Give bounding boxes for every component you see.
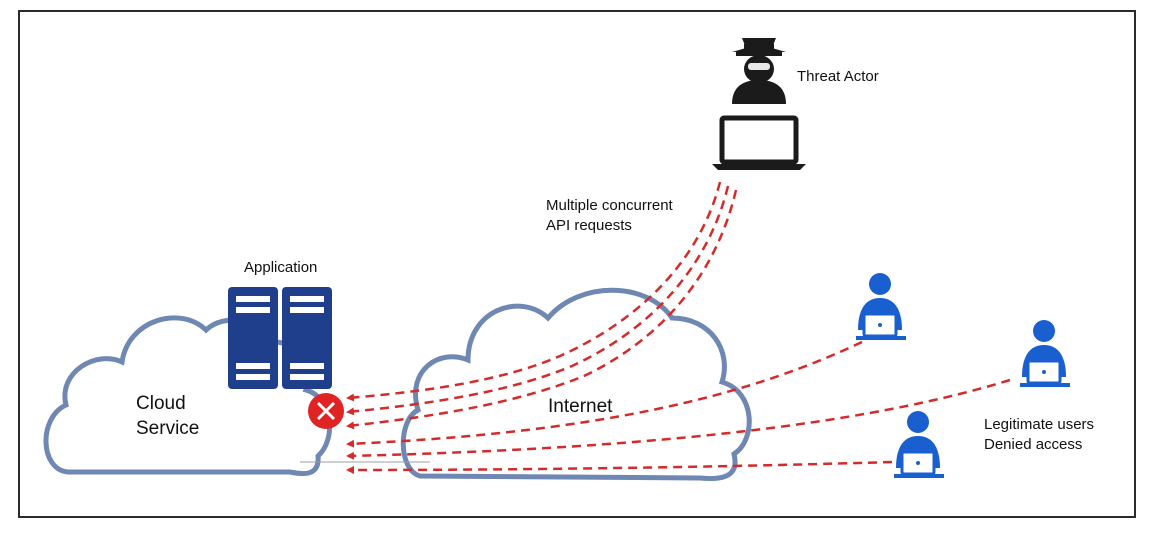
threat-actor-label: Threat Actor [797, 68, 879, 85]
cloud-service-label: Cloud Service [136, 393, 200, 439]
user-icon [856, 273, 906, 340]
attack-line-3 [346, 189, 738, 430]
user-icon [894, 411, 944, 478]
requests-label: Multiple concurrent API requests [546, 197, 673, 234]
internet-label: Internet [548, 396, 613, 417]
legitimate-user-lines [346, 340, 1011, 474]
attack-line-1 [346, 181, 722, 402]
legitimate-users-label: Legitimate users Denied access [984, 416, 1095, 453]
internet-cloud-shape [400, 287, 752, 482]
laptop-icon [712, 115, 806, 170]
attack-line-2 [346, 185, 730, 416]
attack-request-lines [346, 181, 738, 430]
user-line-3 [346, 460, 893, 474]
server-icon [228, 287, 332, 389]
block-icon [308, 393, 344, 429]
user-icon [1020, 320, 1070, 387]
user-line-2 [346, 378, 1011, 460]
hacker-icon [732, 38, 786, 104]
application-label: Application [244, 259, 318, 276]
user-line-1 [346, 340, 863, 448]
